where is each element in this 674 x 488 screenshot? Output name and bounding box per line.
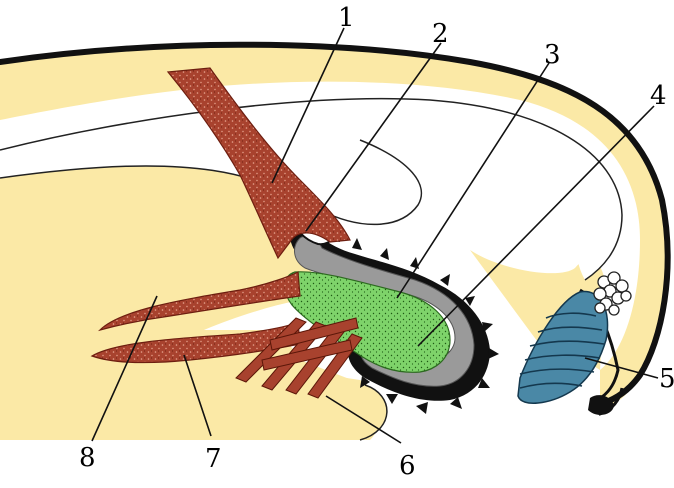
- label-1: 1: [338, 3, 355, 33]
- label-2: 2: [432, 19, 449, 49]
- label-7: 7: [205, 444, 222, 474]
- label-5: 5: [659, 364, 674, 394]
- grape-cluster: [594, 272, 631, 315]
- label-3: 3: [544, 40, 561, 70]
- label-6: 6: [399, 451, 416, 481]
- label-8: 8: [79, 443, 96, 473]
- label-4: 4: [650, 81, 667, 111]
